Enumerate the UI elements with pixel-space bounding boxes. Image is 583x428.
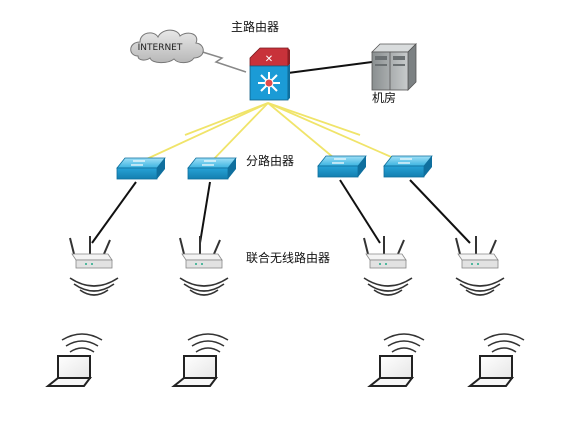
wireless-router-label: 联合无线路由器 bbox=[246, 250, 330, 265]
wireless-router-icon bbox=[363, 236, 413, 296]
cloud-icon bbox=[130, 29, 204, 64]
internet-link-bolt bbox=[195, 49, 247, 73]
laptop-icon bbox=[367, 333, 425, 387]
switch-icon bbox=[187, 157, 237, 180]
wireless-router-icon bbox=[69, 236, 119, 296]
laptop-icon bbox=[45, 333, 103, 387]
branch-router-label: 分路由器 bbox=[246, 153, 294, 168]
switch-icon bbox=[383, 155, 433, 178]
laptop-icon bbox=[467, 333, 525, 387]
server-rack-icon bbox=[371, 43, 417, 91]
main-router-label: 主路由器 bbox=[231, 19, 279, 34]
cable-lines bbox=[91, 61, 471, 244]
svg-text:✕: ✕ bbox=[265, 54, 273, 65]
cloud-label: INTERNET bbox=[138, 43, 183, 53]
wireless-router-icon bbox=[179, 236, 229, 296]
laptop-icon bbox=[171, 333, 229, 387]
wireless-router-icon bbox=[455, 236, 505, 296]
switch-icon bbox=[317, 155, 367, 178]
core-router-icon: ✕ bbox=[249, 47, 290, 101]
server-room-label: 机房 bbox=[372, 90, 396, 105]
switch-icon bbox=[116, 157, 166, 180]
uplink-lines bbox=[137, 102, 406, 164]
